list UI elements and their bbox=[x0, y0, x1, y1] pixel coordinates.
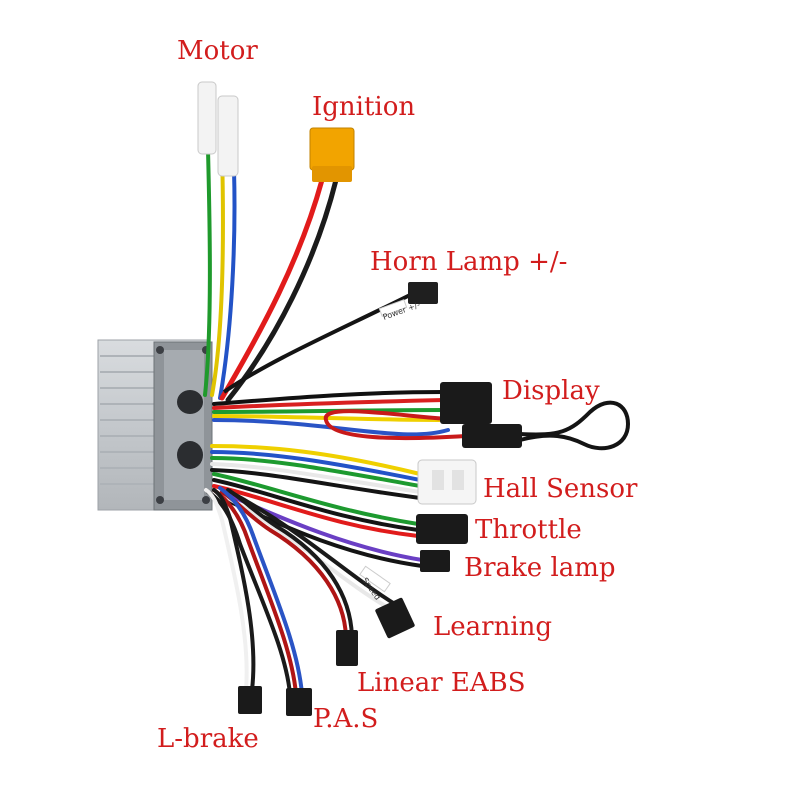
ignition-wires bbox=[219, 177, 339, 403]
controller-housing bbox=[97, 339, 213, 511]
display-connectors bbox=[440, 382, 522, 448]
display-wires bbox=[212, 390, 631, 451]
label-l-brake: L-brake bbox=[157, 724, 259, 754]
label-learning: Learning bbox=[433, 612, 553, 642]
l-brake-wires bbox=[204, 488, 256, 692]
l-brake-connector bbox=[238, 686, 262, 714]
label-pas: P.A.S bbox=[313, 704, 379, 734]
label-linear-eabs: Linear EABS bbox=[357, 668, 526, 698]
label-ignition: Ignition bbox=[312, 92, 416, 122]
motor-connectors bbox=[197, 81, 239, 177]
learning-connector bbox=[359, 565, 415, 639]
hall-sensor-wires bbox=[210, 444, 422, 500]
pas-connector bbox=[286, 688, 312, 716]
throttle-connector bbox=[416, 514, 468, 544]
label-display: Display bbox=[502, 376, 600, 406]
horn-lamp-wire bbox=[222, 282, 438, 394]
brake-lamp-connector bbox=[420, 550, 450, 572]
throttle-wires bbox=[212, 472, 420, 538]
pas-wires bbox=[206, 486, 304, 696]
linear-eabs-connector bbox=[336, 630, 358, 666]
hall-sensor-connector bbox=[417, 459, 477, 505]
label-throttle: Throttle bbox=[475, 515, 582, 545]
motor-wires bbox=[203, 148, 237, 400]
label-motor: Motor bbox=[177, 36, 258, 66]
label-brake-lamp: Brake lamp bbox=[464, 553, 616, 583]
ignition-connector bbox=[309, 127, 355, 182]
label-horn-lamp: Horn Lamp +/- bbox=[370, 247, 568, 277]
label-hall-sensor: Hall Sensor bbox=[483, 474, 638, 504]
